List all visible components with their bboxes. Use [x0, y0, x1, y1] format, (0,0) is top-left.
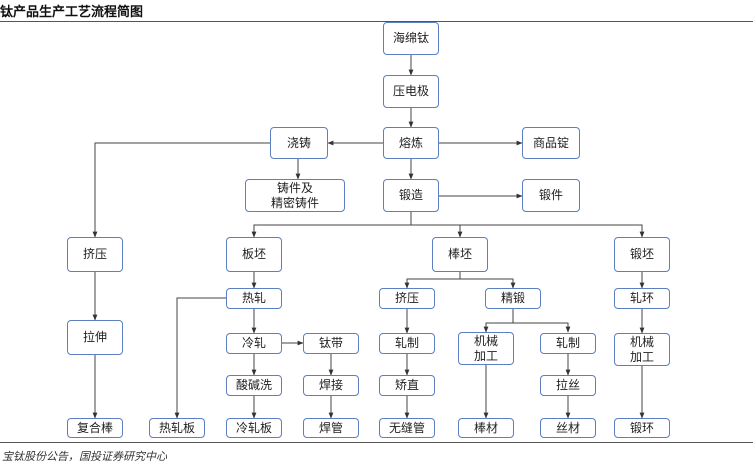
node-hot-rolled-plate: 热轧板 — [149, 418, 205, 438]
connector-hotroll-hotplate — [174, 297, 226, 419]
node-straightening: 矫直 — [379, 375, 435, 396]
node-slab: 板坯 — [226, 237, 282, 272]
node-forged-parts: 锻件 — [522, 179, 580, 212]
node-electrode-pressing: 压电极 — [383, 75, 439, 108]
connector-billet-split — [404, 272, 461, 289]
node-wire-drawing: 拉丝 — [540, 375, 596, 396]
node-titanium-strip: 钛带 — [303, 333, 359, 354]
node-forging: 锻造 — [383, 179, 439, 212]
node-castings: 铸件及 精密铸件 — [245, 179, 345, 212]
node-cold-rolling: 冷轧 — [226, 333, 282, 354]
node-composite-bar: 复合棒 — [67, 418, 123, 438]
node-sponge-titanium: 海绵钛 — [383, 22, 439, 55]
node-commercial-ingot: 商品锭 — [522, 127, 580, 159]
node-bar-stock: 棒材 — [458, 418, 514, 438]
top-divider — [0, 21, 753, 22]
node-forged-ring: 锻环 — [614, 418, 670, 438]
node-casting: 浇铸 — [270, 127, 328, 159]
node-welding: 焊接 — [303, 375, 359, 396]
node-bar-extrusion: 挤压 — [379, 288, 435, 309]
node-machining-b: 机械 加工 — [614, 333, 670, 366]
bottom-divider — [0, 442, 753, 443]
node-forge-billet: 锻坯 — [614, 237, 670, 272]
node-welded-pipe: 焊管 — [303, 418, 359, 438]
page-title: 钛产品生产工艺流程简图 — [0, 5, 144, 20]
node-smelting: 熔炼 — [383, 127, 439, 159]
node-finish-forging: 精锻 — [485, 288, 541, 309]
connector-casting-extrusion — [92, 142, 270, 238]
connector-finish-split — [483, 309, 514, 333]
connector-finish-wireroll — [513, 322, 571, 333]
node-bar-billet: 棒坯 — [432, 237, 488, 272]
node-pickling: 酸碱洗 — [226, 375, 282, 396]
connector-billet-finishforge — [460, 278, 516, 289]
node-cold-rolled-plate: 冷轧板 — [226, 418, 282, 438]
node-extrusion: 挤压 — [67, 237, 123, 272]
node-bar-rolling: 轧制 — [379, 333, 435, 354]
connector-forging-split — [410, 212, 645, 238]
node-ring-rolling: 轧环 — [614, 288, 670, 309]
connector-forging-slab — [251, 224, 411, 238]
source-note: 宝钛股份公告，国投证券研究中心 — [2, 450, 167, 463]
node-hot-rolling: 热轧 — [226, 288, 282, 309]
node-drawing: 拉伸 — [67, 320, 123, 355]
node-seamless-pipe: 无缝管 — [379, 418, 435, 438]
node-machining-a: 机械 加工 — [458, 332, 514, 365]
node-wire-rolling: 轧制 — [540, 333, 596, 354]
node-wire-stock: 丝材 — [540, 418, 596, 438]
